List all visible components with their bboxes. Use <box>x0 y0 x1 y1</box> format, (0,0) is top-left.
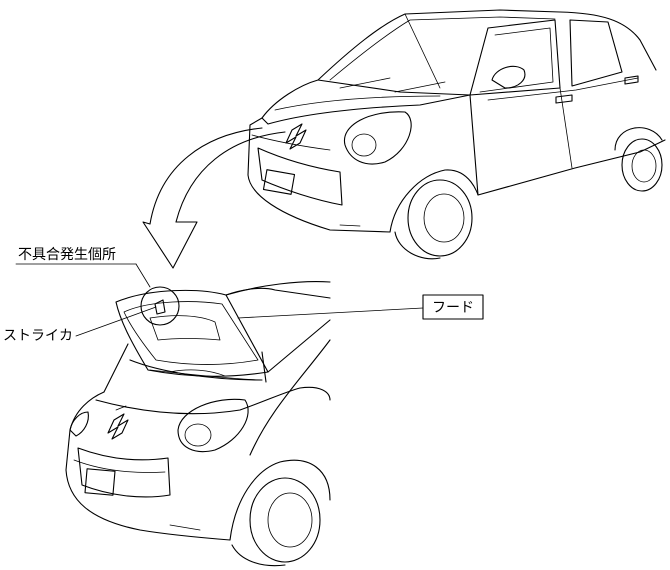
striker-label: ストライカ <box>3 328 73 344</box>
defect-location-circle <box>140 286 180 326</box>
hood-label-box <box>422 294 484 320</box>
striker-leader-line <box>75 306 157 337</box>
down-arrow <box>142 127 286 269</box>
car-hood-open-view <box>65 281 331 567</box>
defect-location-label: 不具合発生個所 <box>18 247 116 263</box>
suzuki-emblem-icon <box>285 123 307 150</box>
hood-label: フード <box>432 300 474 316</box>
defect-leader-line <box>135 263 151 288</box>
car-closed-view <box>247 9 666 260</box>
hood-leader-line <box>237 307 424 319</box>
suzuki-emblem-icon <box>107 405 129 440</box>
